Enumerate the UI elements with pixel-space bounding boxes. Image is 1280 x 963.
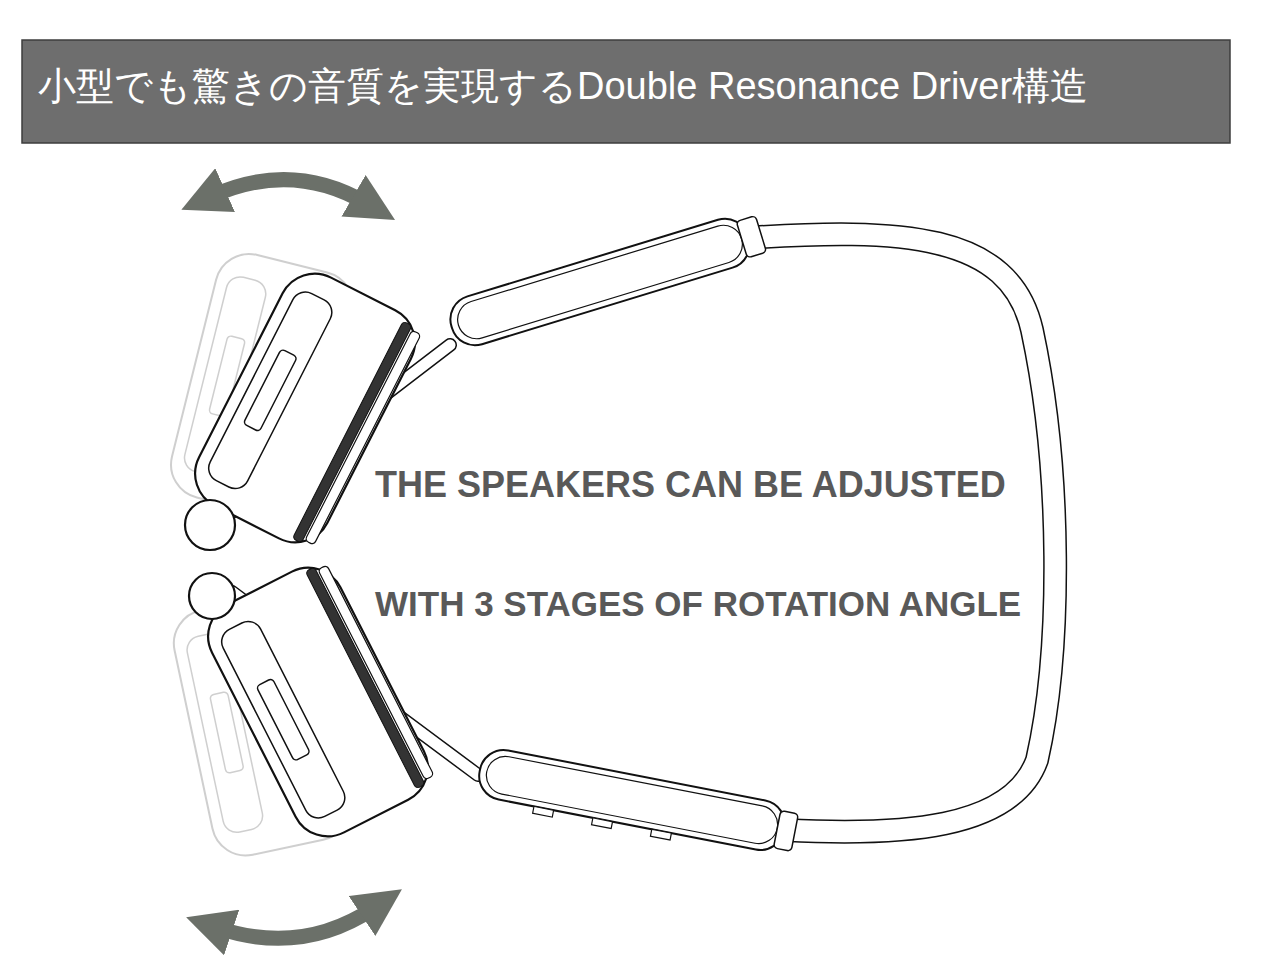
annotation-label: THE SPEAKERS CAN BE ADJUSTED: [375, 464, 1006, 505]
title-banner: [22, 40, 1230, 143]
title: 小型でも驚きの音質を実現するDouble Resonance Driver構造: [38, 66, 1088, 108]
hinge: [189, 573, 235, 619]
rotation-arrow: [212, 180, 366, 203]
hinge: [185, 500, 235, 550]
headband-pad: [444, 209, 768, 351]
annotation-label: WITH 3 STAGES OF ROTATION ANGLE: [375, 584, 1021, 624]
rotation-arrow: [218, 908, 374, 938]
headband-pad: [474, 746, 800, 863]
ear-cup: [183, 261, 428, 554]
